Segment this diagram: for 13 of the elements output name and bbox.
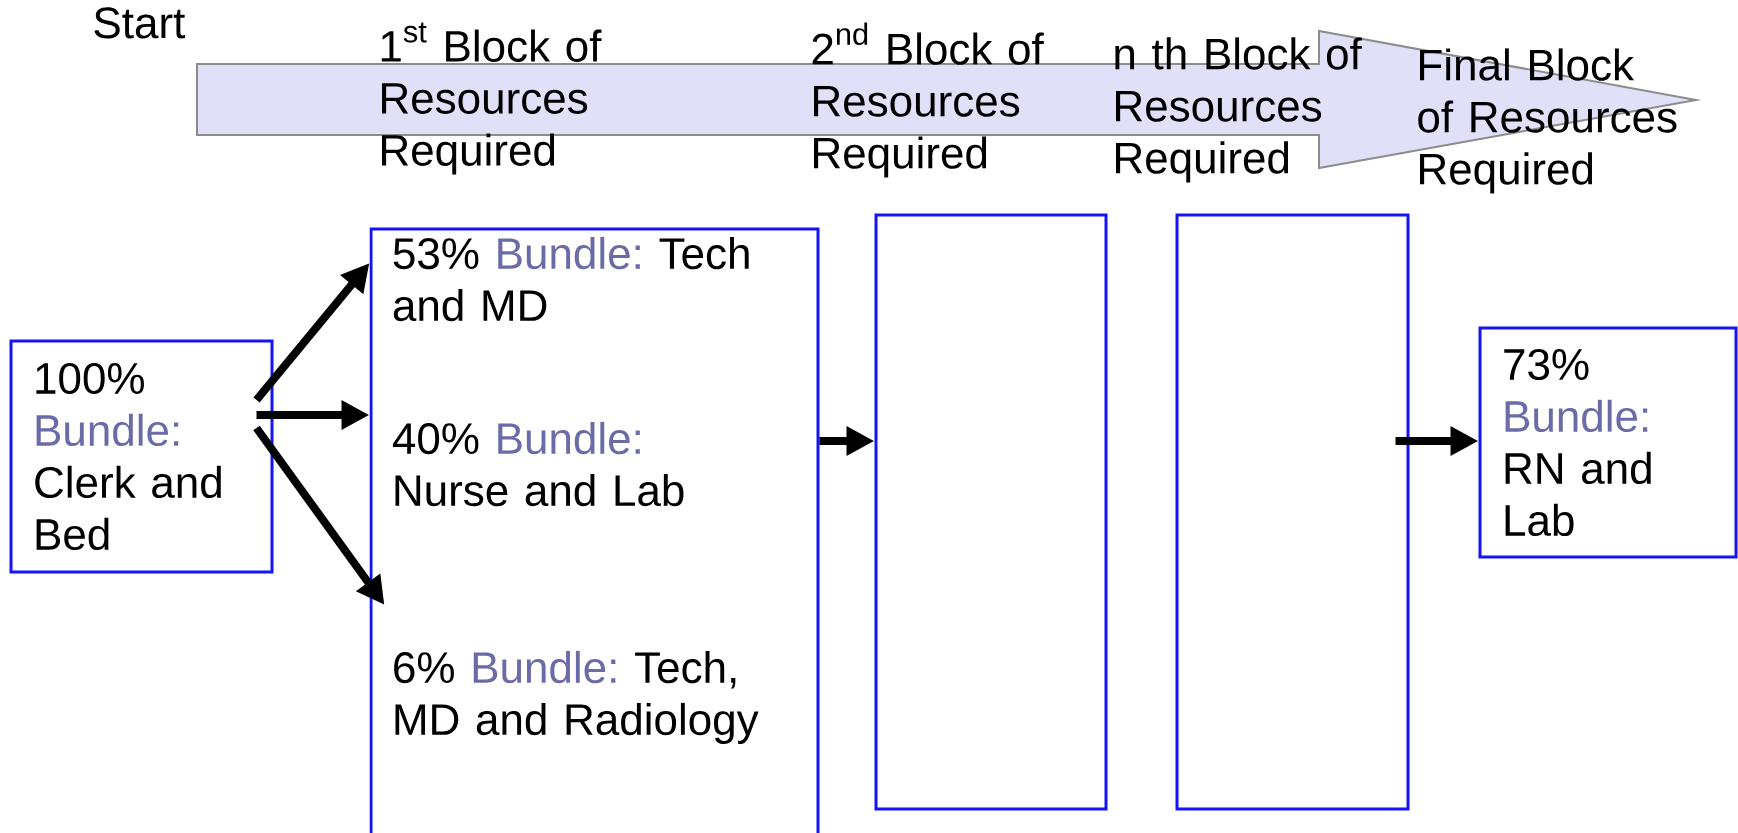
bundle-text: 40% Bundle: Nurse and Lab [392, 421, 684, 507]
block-box [874, 213, 1108, 811]
block-label: n th Block of Resources Required [1115, 37, 1362, 183]
bundle-text: 53% Bundle: Tech and MD [393, 236, 749, 322]
process-box: 73% Bundle: RN and Lab [1478, 326, 1738, 559]
block-box [1175, 213, 1410, 811]
bundle-text: 6% Bundle: Tech, MD and Radiology [394, 650, 759, 744]
block-label: $\text{1}^{\text{st}}$ Block of Resources Required [381, 22, 602, 175]
block-label: Final Block of Resources Required [1418, 48, 1677, 194]
process-box: 100% Bundle: Clerk and Bed [9, 339, 274, 574]
block-box [369, 227, 820, 833]
block-label: $\text{2}^{\text{nd}}$ Block of Resources Required [812, 22, 1044, 178]
start-label: Start [94, 7, 186, 39]
